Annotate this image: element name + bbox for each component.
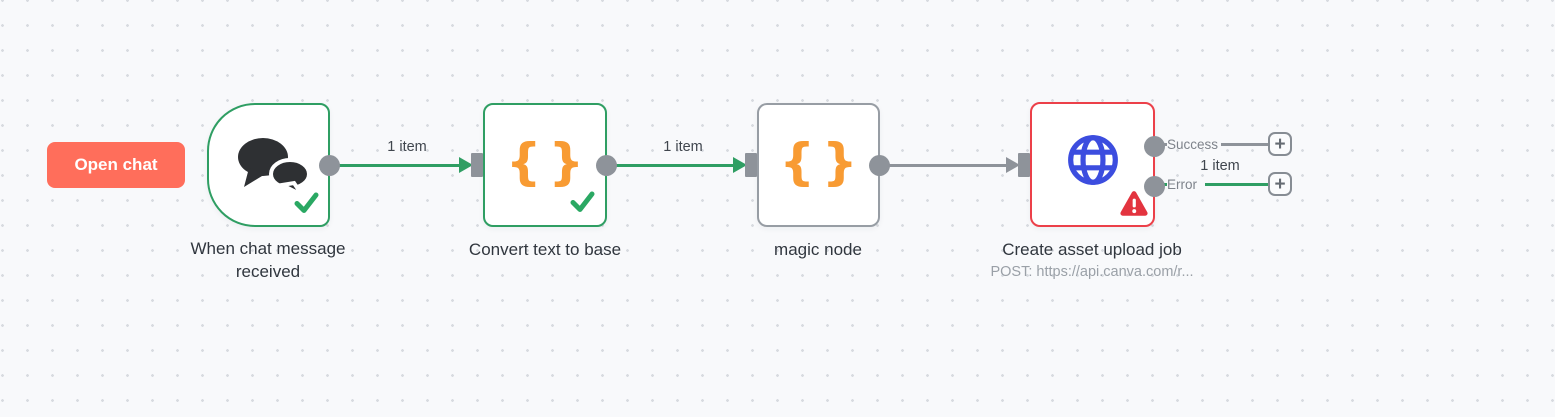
error-items-label: 1 item (1200, 158, 1240, 174)
node-create-asset-upload-job[interactable] (1030, 102, 1165, 227)
error-warning-icon (1119, 190, 1149, 222)
input-port[interactable] (1018, 153, 1030, 177)
node-when-chat-message-received[interactable] (207, 103, 340, 227)
connection-line[interactable] (889, 164, 1006, 167)
output-port-error[interactable] (1143, 175, 1165, 197)
node-title: magic node (774, 240, 862, 259)
output-port[interactable] (868, 154, 890, 176)
globe-icon (1067, 134, 1119, 191)
node-convert-text-to-base[interactable]: {} (483, 103, 617, 227)
add-node-button-success[interactable]: + (1268, 132, 1292, 156)
connection-line[interactable] (339, 164, 459, 167)
open-chat-button[interactable]: Open chat (47, 142, 185, 188)
connection-arrow-icon (459, 157, 473, 173)
node-title: Convert text to base (468, 240, 622, 259)
success-check-icon (293, 191, 320, 219)
success-branch-line[interactable] (1221, 143, 1268, 146)
connection-items-label: 1 item (663, 139, 703, 155)
connection-line[interactable] (616, 164, 733, 167)
output-port[interactable] (318, 154, 340, 176)
error-branch-line[interactable] (1205, 183, 1268, 186)
chat-bubbles-icon (235, 136, 313, 201)
output-port-success[interactable] (1143, 135, 1165, 157)
node-title: When chat message received (190, 239, 346, 281)
node-subtitle: POST: https://api.canva.com/r... (990, 264, 1194, 280)
connection-items-label: 1 item (387, 139, 427, 155)
code-braces-icon: {} (779, 133, 865, 191)
error-output-label: Error (1167, 177, 1197, 192)
add-node-button-error[interactable]: + (1268, 172, 1292, 196)
node-title: Create asset upload job (1002, 240, 1182, 259)
success-check-icon (569, 190, 596, 218)
node-magic-node[interactable]: {} (757, 103, 890, 227)
input-port[interactable] (745, 153, 757, 177)
success-output-label: Success (1167, 137, 1219, 152)
connection-arrow-icon (1006, 157, 1020, 173)
connection-arrow-icon (733, 157, 747, 173)
input-port[interactable] (471, 153, 483, 177)
output-port[interactable] (595, 154, 617, 176)
code-braces-icon: {} (505, 133, 592, 191)
